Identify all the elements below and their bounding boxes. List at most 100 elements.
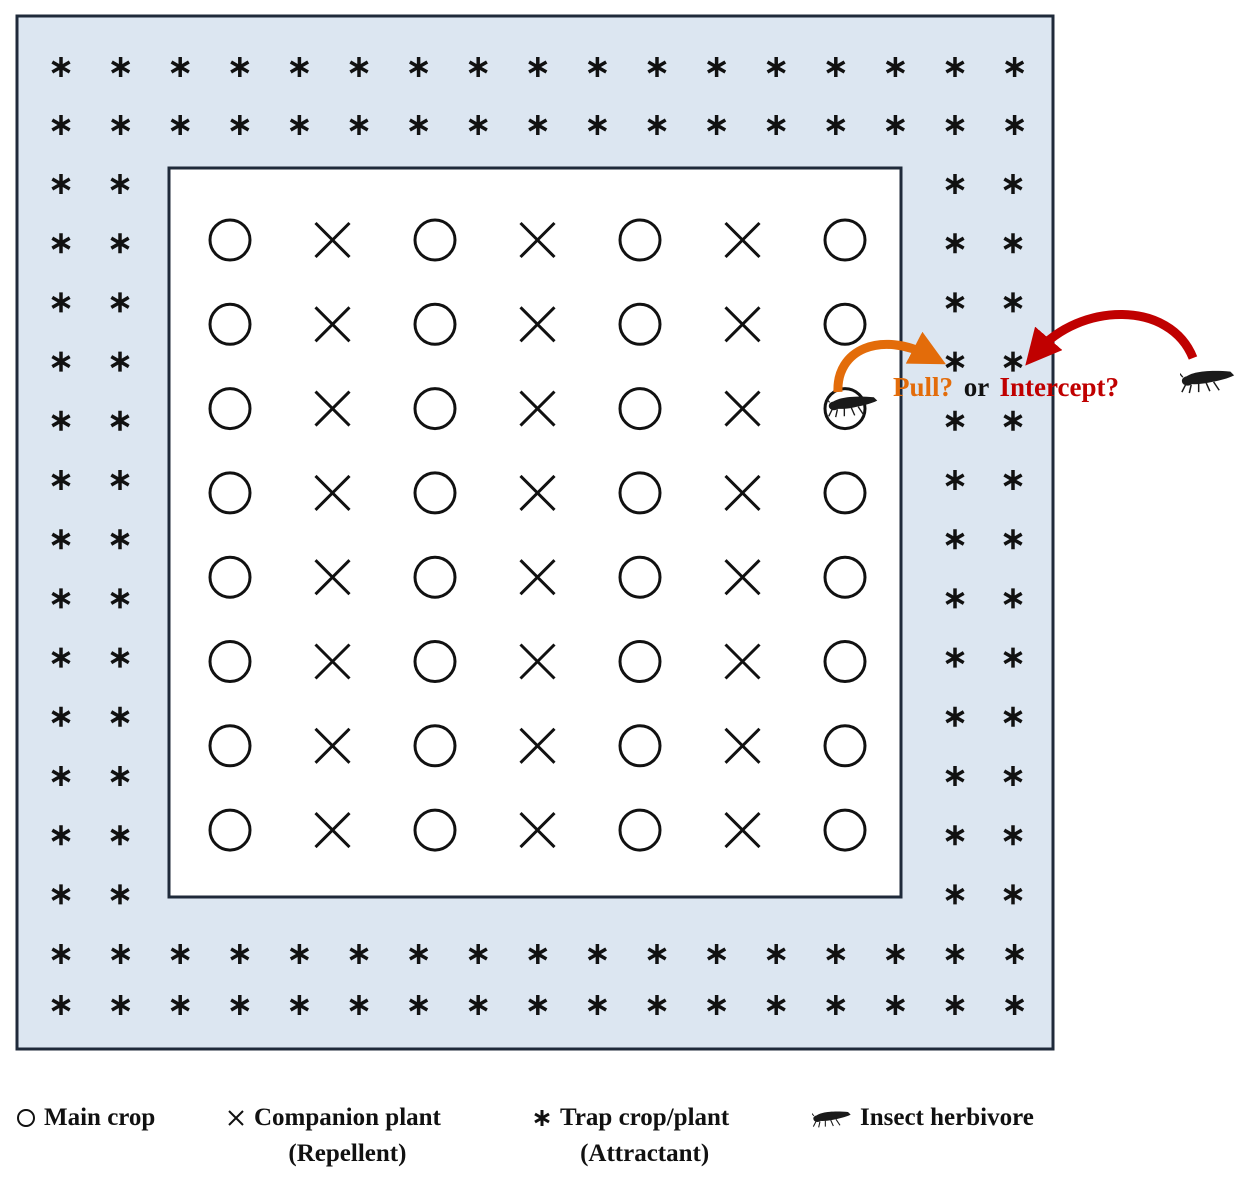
cross-icon: [314, 559, 351, 596]
asterisk-icon: [945, 706, 965, 727]
asterisk-icon: [1003, 292, 1023, 313]
cross-icon: [519, 390, 556, 427]
asterisk-icon: [110, 529, 130, 550]
asterisk-icon: [1003, 410, 1023, 431]
cross-icon: [724, 643, 761, 680]
asterisk-icon: [1003, 351, 1023, 372]
circle-icon: [618, 808, 662, 852]
cross-icon: [314, 390, 351, 427]
asterisk-icon: [110, 706, 130, 727]
asterisk-icon: [110, 766, 130, 786]
legend-trap-line2: (Attractant): [580, 1140, 710, 1167]
circle-icon: [413, 555, 457, 599]
asterisk-icon: [289, 57, 309, 77]
asterisk-icon: [945, 647, 965, 668]
asterisk-icon: [945, 174, 965, 194]
asterisk-icon: [51, 115, 71, 135]
asterisk-icon: [826, 57, 846, 77]
asterisk-icon: [409, 57, 429, 77]
asterisk-icon: [468, 57, 488, 77]
asterisk-icon: [289, 995, 309, 1015]
asterisk-icon: [647, 944, 667, 964]
legend-trap-line1: Trap crop/plant: [560, 1104, 730, 1131]
asterisk-icon: [587, 115, 607, 135]
legend-trap: Trap crop/plant (Attractant): [532, 1100, 729, 1172]
cross-icon: [724, 727, 761, 764]
asterisk-icon: [826, 944, 846, 964]
cross-icon: [226, 1108, 246, 1128]
cross-icon: [519, 727, 556, 764]
circle-icon: [413, 471, 457, 515]
circle-icon: [413, 302, 457, 346]
circle-icon: [618, 471, 662, 515]
circle-icon: [823, 555, 867, 599]
circle-icon: [823, 218, 867, 262]
asterisk-icon: [111, 995, 131, 1015]
push-pull-diagram: Pull? or Intercept?: [15, 14, 1235, 1051]
asterisk-icon: [707, 115, 727, 135]
asterisk-icon: [170, 57, 190, 77]
asterisk-icon: [349, 944, 369, 964]
cross-icon: [314, 812, 351, 849]
asterisk-icon: [110, 470, 130, 490]
asterisk-icon: [945, 470, 965, 490]
asterisk-icon: [647, 115, 667, 135]
circle-icon: [208, 471, 252, 515]
pull-label: Pull?: [893, 372, 953, 402]
asterisk-icon: [51, 647, 71, 668]
circle-icon: [823, 302, 867, 346]
asterisk-icon: [289, 115, 309, 135]
asterisk-icon: [885, 115, 905, 135]
asterisk-icon: [51, 766, 71, 786]
asterisk-icon: [1003, 647, 1023, 668]
asterisk-icon: [110, 588, 130, 609]
asterisk-icon: [528, 944, 548, 964]
cross-icon: [519, 643, 556, 680]
asterisk-icon: [945, 410, 965, 431]
asterisk-icon: [1005, 115, 1025, 135]
asterisk-icon: [1003, 766, 1023, 786]
asterisk-icon: [707, 57, 727, 77]
annotation-text: Pull? or Intercept?: [893, 372, 1119, 402]
asterisk-icon: [110, 647, 130, 668]
asterisk-icon: [110, 174, 130, 194]
asterisk-icon: [945, 944, 965, 964]
cross-icon: [314, 474, 351, 511]
asterisk-icon: [945, 115, 965, 135]
circle-icon: [413, 724, 457, 768]
asterisk-icon: [51, 588, 71, 609]
asterisk-icon: [230, 995, 250, 1015]
circle-icon: [618, 218, 662, 262]
asterisk-icon: [51, 825, 71, 846]
circle-icon: [208, 218, 252, 262]
circle-icon: [16, 1108, 36, 1128]
asterisk-icon: [110, 292, 130, 313]
asterisk-icon: [51, 470, 71, 490]
asterisk-icon: [170, 995, 190, 1015]
asterisk-icon: [468, 995, 488, 1015]
asterisk-icon: [587, 57, 607, 77]
asterisk-icon: [885, 57, 905, 77]
asterisk-icon: [945, 351, 965, 372]
asterisk-icon: [945, 995, 965, 1015]
cross-icon: [519, 559, 556, 596]
asterisk-icon: [528, 115, 548, 135]
asterisk-icon: [766, 57, 786, 77]
asterisk-icon: [51, 292, 71, 313]
legend-companion-line2: (Repellent): [288, 1140, 407, 1167]
asterisk-icon: [587, 944, 607, 964]
legend-main-crop-label: Main crop: [44, 1104, 156, 1131]
asterisk-icon: [170, 944, 190, 964]
asterisk-icon: [110, 410, 130, 431]
asterisk-icon: [766, 115, 786, 135]
cross-icon: [314, 727, 351, 764]
insect-icon: [1180, 370, 1235, 394]
asterisk-icon: [1003, 233, 1023, 254]
asterisk-icon: [945, 825, 965, 846]
asterisk-icon: [170, 115, 190, 135]
asterisk-icon: [826, 115, 846, 135]
asterisk-icon: [1005, 57, 1025, 77]
asterisk-icon: [528, 57, 548, 77]
asterisk-icon: [945, 884, 965, 905]
asterisk-icon: [289, 944, 309, 964]
